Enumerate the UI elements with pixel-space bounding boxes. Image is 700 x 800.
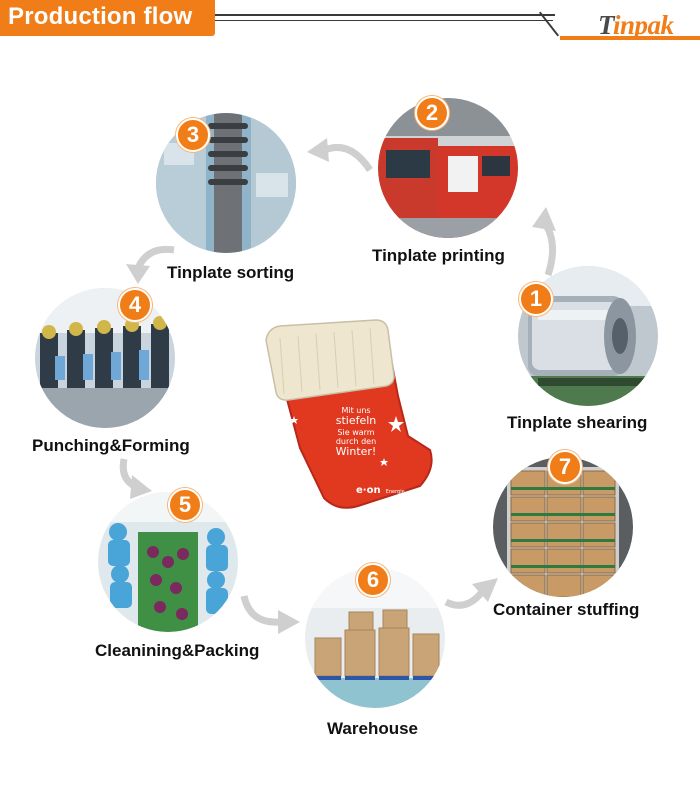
step-5-label: Cleanining&Packing xyxy=(95,641,259,661)
step-7-label: Container stuffing xyxy=(493,600,639,620)
step-1-badge: 1 xyxy=(519,282,553,316)
step-6-label: Warehouse xyxy=(327,719,418,739)
step-1-label: Tinplate shearing xyxy=(507,413,647,433)
step-6-badge: 6 xyxy=(356,563,390,597)
header-rule xyxy=(215,14,555,16)
step-7-badge: 7 xyxy=(548,450,582,484)
brand-logo: Tinpak xyxy=(598,10,674,41)
header: Production flow Tinpak xyxy=(0,0,700,40)
step-2-label: Tinplate printing xyxy=(372,246,505,266)
step-5-photo xyxy=(98,492,238,632)
arrow-2-to-3 xyxy=(305,132,375,177)
arrow-4-to-5 xyxy=(110,455,160,500)
step-3-badge: 3 xyxy=(176,118,210,152)
step-4-label: Punching&Forming xyxy=(32,436,190,456)
arrow-3-to-4 xyxy=(118,242,178,287)
step-4-photo xyxy=(35,288,175,428)
arrow-6-to-7 xyxy=(442,572,502,612)
header-rule-thin xyxy=(215,20,553,21)
product-stocking-tin: Mit uns stiefeln Sie warm durch den Wint… xyxy=(258,318,438,518)
product-brand-logo: e·on Energie xyxy=(356,478,405,497)
tagline-line-3: Sie warm xyxy=(316,428,396,437)
tagline-line-5: Winter! xyxy=(316,446,396,459)
step-3-label: Tinplate sorting xyxy=(167,263,294,283)
header-tab: Production flow xyxy=(0,0,215,36)
tagline-line-2: stiefeln xyxy=(316,415,396,428)
step-5-badge: 5 xyxy=(168,488,202,522)
arrow-5-to-6 xyxy=(240,590,302,638)
page-title: Production flow xyxy=(8,3,192,31)
step-2-badge: 2 xyxy=(415,96,449,130)
step-2-photo xyxy=(378,98,518,238)
arrow-1-to-2 xyxy=(518,205,568,280)
product-brand: e·on xyxy=(356,485,381,496)
product-tagline: Mit uns stiefeln Sie warm durch den Wint… xyxy=(316,406,396,459)
product-brand-tag: Energie xyxy=(386,489,405,495)
step-4-badge: 4 xyxy=(118,288,152,322)
